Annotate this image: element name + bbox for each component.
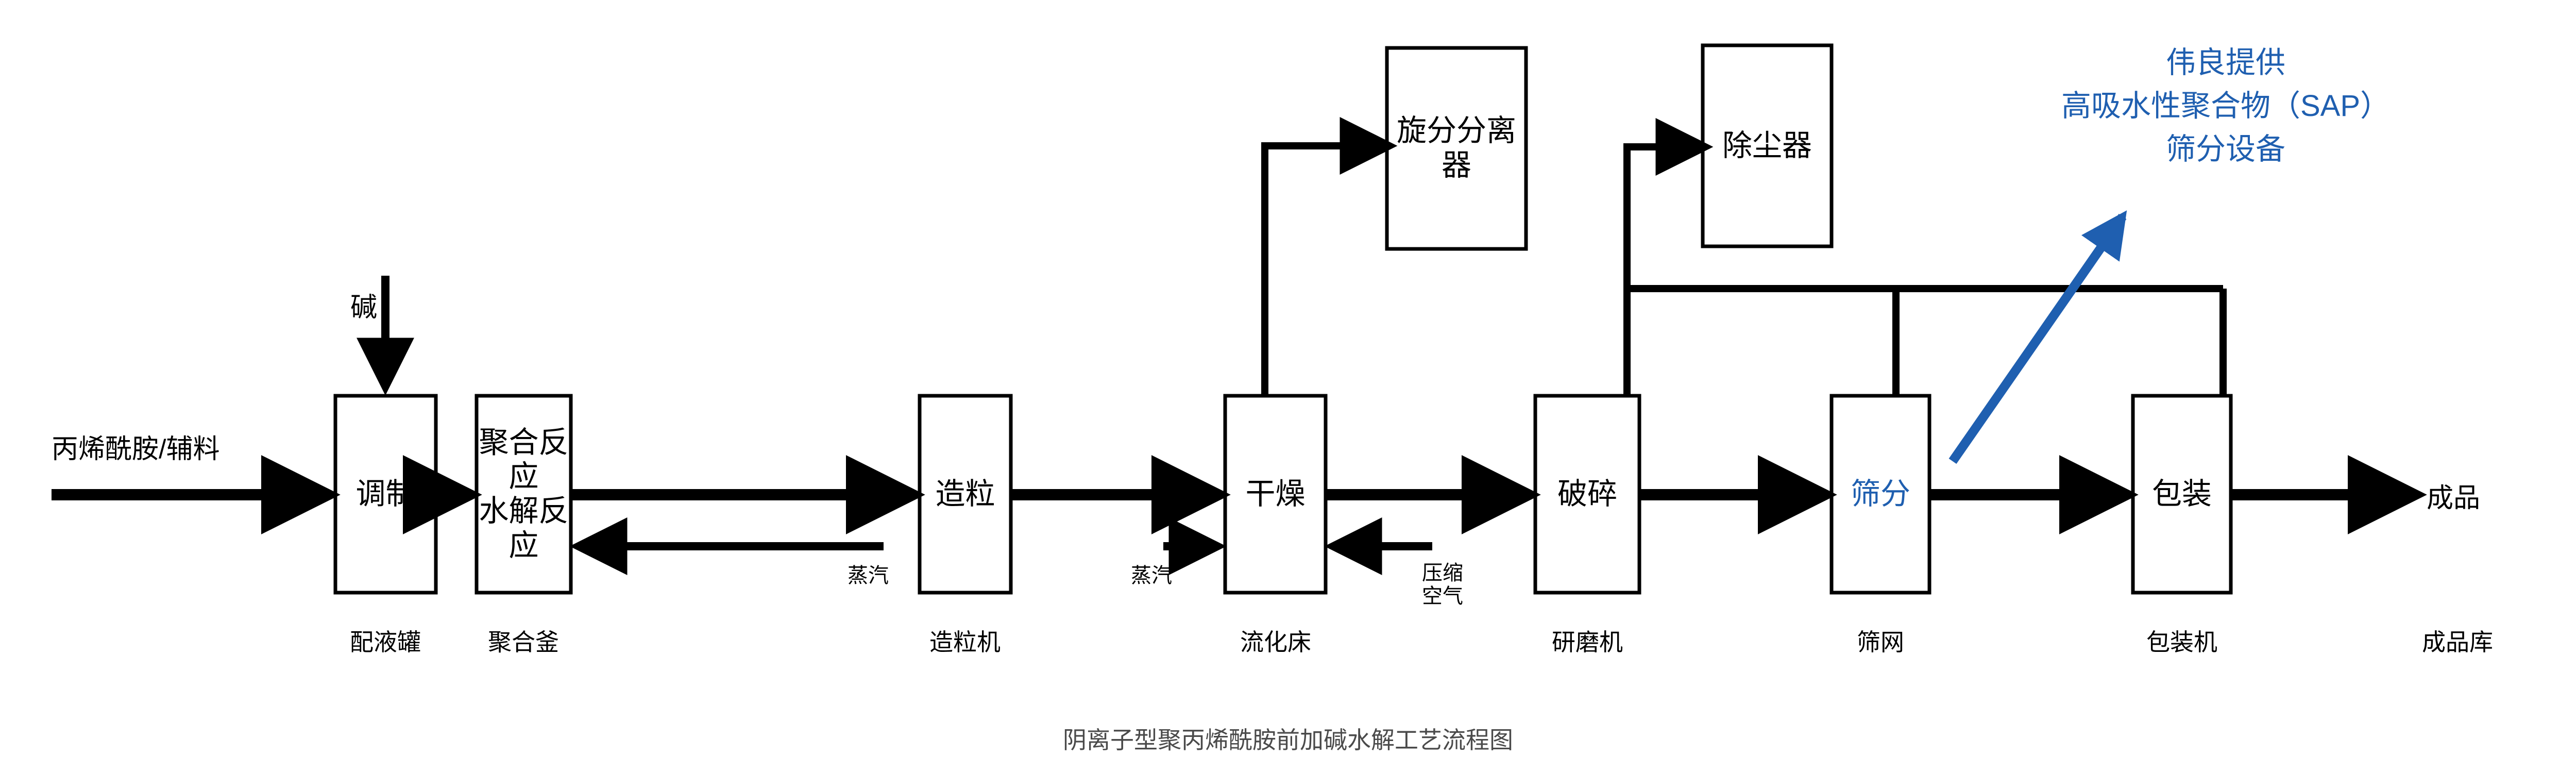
node-zaoli[interactable] [920, 396, 1011, 593]
equipment-label-liuhuachuang: 流化床 [1240, 629, 1311, 656]
node-baozhuang[interactable] [2133, 396, 2231, 593]
node-cyclone[interactable] [1387, 48, 1526, 249]
node-juhe[interactable] [477, 396, 571, 593]
equipment-label-yanmoji: 研磨机 [1552, 629, 1623, 656]
input-label-alkali: 碱 [350, 292, 378, 323]
annotation-text: 伟良提供 高吸水性聚合物（SAP） 筛分设备 [2061, 46, 2391, 166]
line-ganzao-to-cyclone [1261, 142, 1360, 396]
output-label-product: 成品 [2427, 483, 2481, 513]
equipment-label-shaiwang: 筛网 [1857, 629, 1904, 656]
equipment-label-baozhuangji: 包装机 [2146, 629, 2217, 656]
input-label-feed: 丙烯酰胺/辅料 [52, 434, 220, 464]
stream-label-steam-1: 蒸汽 [848, 564, 889, 587]
node-dust[interactable] [1703, 45, 1832, 246]
stream-label-compressed-air: 压缩 空气 [1422, 562, 1463, 608]
line-posui-to-dust [1623, 143, 1674, 396]
node-ganzao[interactable] [1225, 396, 1326, 593]
node-shaifen[interactable] [1832, 396, 1929, 593]
annotation-arrow [1948, 210, 2127, 464]
node-tiaozhi[interactable] [335, 396, 436, 593]
equipment-label-peiyeguan: 配液罐 [350, 629, 421, 656]
equipment-label-chengpinku: 成品库 [2422, 629, 2493, 656]
equipment-label-juhefu: 聚合釜 [488, 629, 559, 656]
node-posui[interactable] [1535, 396, 1639, 593]
stream-label-steam-2: 蒸汽 [1131, 564, 1172, 587]
figure-caption: 阴离子型聚丙烯酰胺前加碱水解工艺流程图 [1063, 727, 1513, 753]
equipment-label-zaoliji: 造粒机 [929, 629, 1001, 656]
